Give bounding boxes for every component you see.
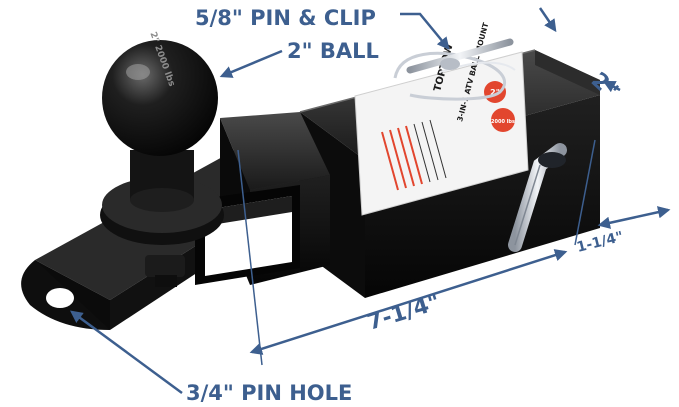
pin-clip-leader bbox=[400, 12, 450, 50]
product-label: TOPTOW 3-IN-1 ATV BALL MOUNT 2" 2000 lbs bbox=[354, 21, 529, 216]
label-text-lines bbox=[413, 119, 447, 183]
pin-clip-label: 5/8" PIN & CLIP bbox=[195, 6, 376, 30]
ball-label: 2" BALL bbox=[287, 39, 379, 63]
label-warning-lines bbox=[381, 125, 423, 191]
ball-nut bbox=[145, 255, 185, 287]
pin-hole-label: 3/4" PIN HOLE bbox=[186, 381, 352, 405]
capacity-badge bbox=[491, 108, 515, 132]
length-label: 7-1/4" bbox=[364, 290, 443, 336]
hitch-ball: 2" 2000 lbs bbox=[100, 31, 224, 245]
side-pin bbox=[508, 143, 567, 252]
pin-hole bbox=[46, 288, 74, 308]
dimension-annotations: 5/8" PIN & CLIP 2" BALL 2" 1-1/4" 7-1/4"… bbox=[69, 6, 671, 405]
pin-clip bbox=[393, 38, 516, 101]
capacity-badge-text: 2000 lbs bbox=[491, 119, 515, 125]
pin-hole-leader bbox=[69, 310, 183, 395]
size-badge-text: 2" bbox=[490, 88, 500, 97]
ball-leader bbox=[219, 49, 283, 78]
